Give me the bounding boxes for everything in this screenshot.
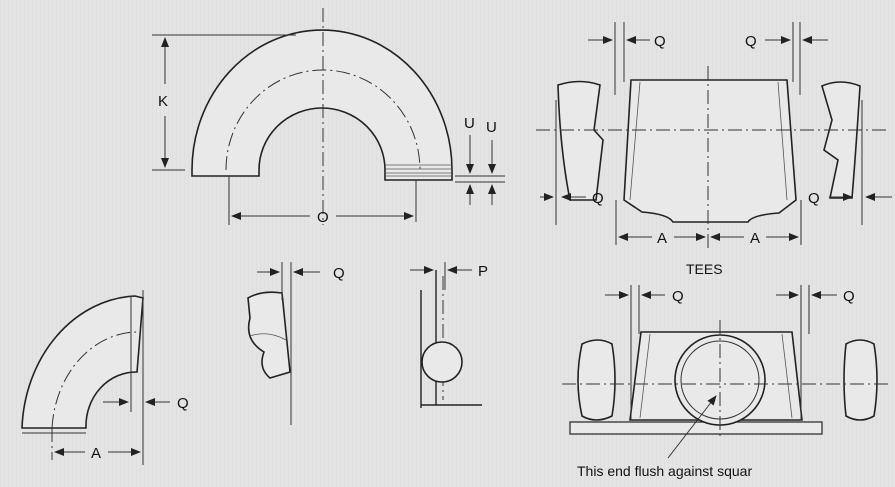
u-label-2: U (486, 119, 497, 136)
elbow-q-label: Q (177, 395, 189, 412)
tee-front-view: Q Q This end flush against squar (562, 285, 890, 479)
pipe-end-detail: Q (247, 262, 345, 425)
tee-bevel-lines (629, 81, 788, 201)
flush-note: This end flush against squar (577, 463, 752, 479)
tee-body (623, 79, 797, 223)
return-bend-180: K O U U (152, 8, 505, 226)
p-label: P (478, 263, 488, 280)
k-label: K (158, 93, 168, 110)
tee-q-label-top-left: Q (654, 33, 666, 50)
elbow-90: Q A (21, 290, 189, 465)
tee-left-pipe-stub (557, 80, 604, 201)
flush-note-leader (667, 395, 717, 459)
tee-fitting: Q Q Q Q A A TEES (536, 22, 892, 277)
tee-front-q-label-right: Q (843, 288, 855, 305)
u-label-1: U (464, 115, 475, 132)
tees-caption: TEES (686, 261, 723, 277)
elbow-centerline-arc (51, 331, 139, 429)
tee-q-label-top-right: Q (745, 33, 757, 50)
tee-a-label-left: A (657, 230, 667, 247)
elbow-a-label: A (91, 445, 101, 462)
p-circle (421, 341, 463, 383)
p-detail: P (410, 262, 488, 408)
tee-q-label-lower-left: Q (592, 190, 604, 207)
tee-front-bevel-lines (639, 333, 793, 419)
pipe-end-section (247, 291, 291, 379)
return-bend-body (191, 29, 453, 181)
pipe-end-q-label: Q (333, 265, 345, 282)
pipe-end-edge (249, 333, 287, 341)
return-bend-bevel-lines (385, 164, 452, 177)
tee-front-right-stub (843, 339, 878, 421)
tee-q-label-lower-right: Q (808, 190, 820, 207)
o-label: O (317, 209, 329, 226)
tee-front-base (569, 421, 823, 435)
tee-front-left-stub (577, 339, 616, 421)
tee-front-q-label-left: Q (672, 288, 684, 305)
tee-a-label-right: A (750, 230, 760, 247)
